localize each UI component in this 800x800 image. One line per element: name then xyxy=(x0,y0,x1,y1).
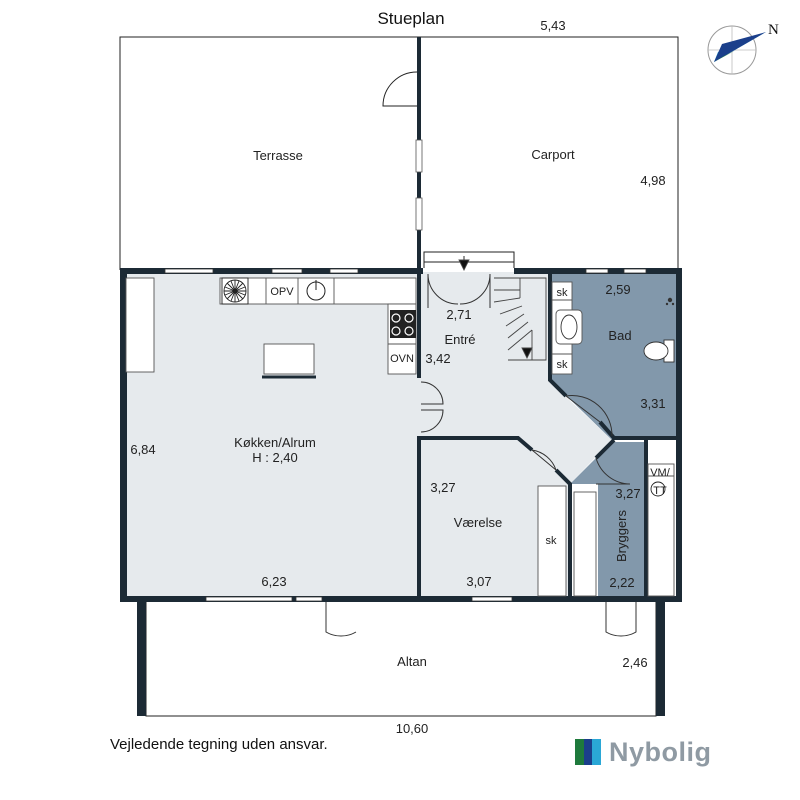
dim-kitchen-width: 6,23 xyxy=(261,574,286,589)
kitchen-floor xyxy=(124,272,420,598)
dim-vaerelse-width: 3,07 xyxy=(466,574,491,589)
kitchen-sink-icon xyxy=(306,280,326,301)
altan-walls xyxy=(137,600,665,716)
bryggers-fixtures xyxy=(573,463,675,597)
room-label-kitchen: Køkken/Alrum xyxy=(234,435,316,450)
brand-logo: Nybolig xyxy=(575,736,712,768)
kitchen-height-label: H : 2,40 xyxy=(252,450,298,465)
room-label-bad: Bad xyxy=(608,328,631,343)
plan-title: Stueplan xyxy=(377,9,444,28)
washing-machine-icon xyxy=(650,481,666,497)
compass-north-label: N xyxy=(768,22,779,38)
terrasse-door xyxy=(382,71,418,107)
fixture-label-opv: OPV xyxy=(270,286,294,298)
bath-fixtures xyxy=(551,281,583,375)
fixture-label-vm: VM/ xyxy=(650,467,671,479)
interior-walls xyxy=(417,274,678,598)
dim-bad-depth: 3,31 xyxy=(640,396,665,411)
dim-kitchen-depth: 6,84 xyxy=(130,442,155,457)
fixture-label-sk-bath-bottom: sk xyxy=(557,359,569,371)
vaerelse-floor xyxy=(420,440,570,598)
room-label-altan: Altan xyxy=(397,654,427,669)
windows xyxy=(164,268,647,602)
doors xyxy=(325,273,637,637)
entre-floor xyxy=(420,272,612,484)
dim-entre-width: 2,71 xyxy=(446,307,471,322)
bath-sink-icon xyxy=(560,314,578,340)
dim-vaerelse-depth: 3,27 xyxy=(430,480,455,495)
entry-porch xyxy=(423,251,515,268)
room-label-bryggers: Bryggers xyxy=(614,509,629,562)
disclaimer-text: Vejledende tegning uden ansvar. xyxy=(110,736,328,753)
dim-entre-depth: 3,42 xyxy=(425,351,450,366)
dim-bad-width: 2,59 xyxy=(605,282,630,297)
room-label-carport: Carport xyxy=(531,147,575,162)
dim-top-width: 5,43 xyxy=(540,18,565,33)
dim-total-width: 10,60 xyxy=(396,721,429,736)
room-label-vaerelse: Værelse xyxy=(454,515,502,530)
fixture-label-sk-closet: sk xyxy=(546,535,558,547)
shower-icon xyxy=(665,297,675,306)
dim-bryggers-width: 2,22 xyxy=(609,575,634,590)
room-label-entre: Entré xyxy=(444,332,475,347)
stairs xyxy=(458,256,547,361)
fixture-label-sk-bath-top: sk xyxy=(557,287,569,299)
fixture-label-ovn: OVN xyxy=(390,353,414,365)
toilet-icon xyxy=(643,339,675,363)
dim-bryggers-depth: 3,27 xyxy=(615,486,640,501)
fixture-label-tt: TT xyxy=(653,485,667,497)
room-label-terrasse: Terrasse xyxy=(253,148,303,163)
compass-icon xyxy=(707,25,766,75)
extractor-fan-icon xyxy=(221,277,249,305)
cooktop-icon xyxy=(390,310,416,338)
dim-altan-depth: 2,46 xyxy=(622,655,647,670)
brand-name: Nybolig xyxy=(609,736,712,767)
bryggers-floor xyxy=(570,442,646,596)
nybolig-logo-icon xyxy=(575,739,602,765)
vaerelse-closet xyxy=(537,485,567,597)
divider-wall xyxy=(415,37,423,270)
dim-carport-depth: 4,98 xyxy=(640,173,665,188)
